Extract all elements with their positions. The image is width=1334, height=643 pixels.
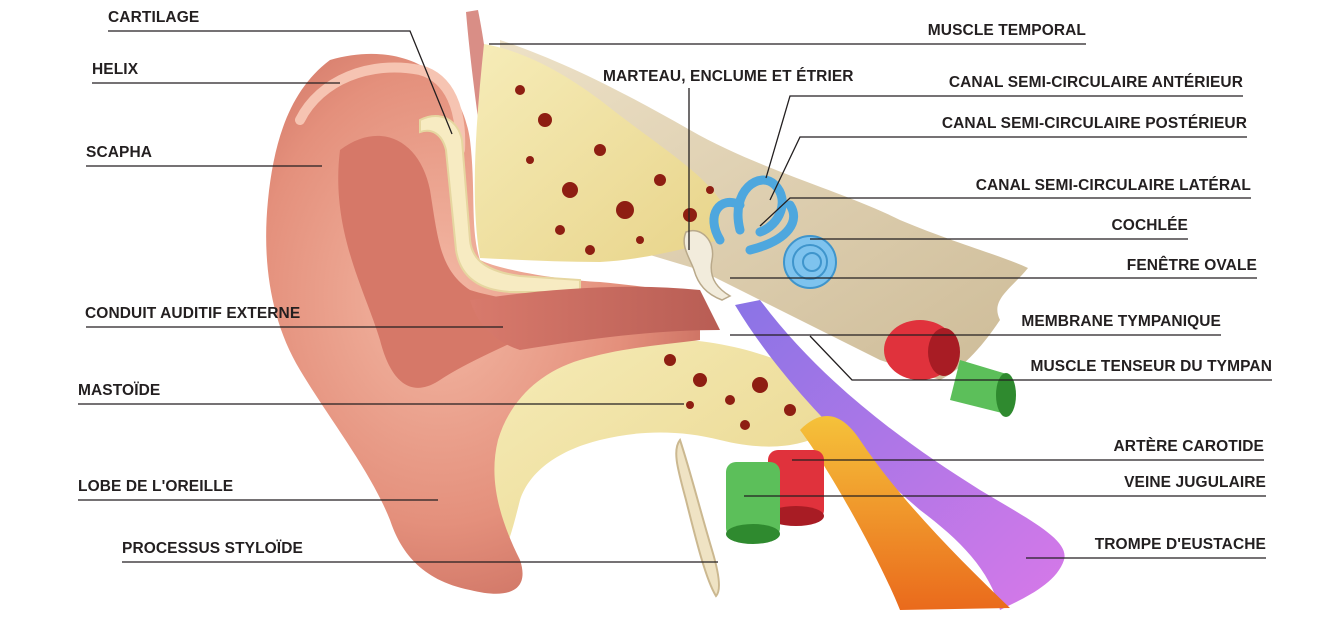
label-cochlee: COCHLÉE [1112,217,1188,235]
label-scapha: SCAPHA [86,144,152,162]
label-canal-anterieur: CANAL SEMI-CIRCULAIRE ANTÉRIEUR [949,74,1243,92]
label-conduit-auditif: CONDUIT AUDITIF EXTERNE [85,305,300,323]
label-canal-lateral: CANAL SEMI-CIRCULAIRE LATÉRAL [976,177,1251,195]
label-muscle-temporal: MUSCLE TEMPORAL [928,22,1086,40]
label-cartilage: CARTILAGE [108,9,199,27]
lower-vessels [726,450,824,544]
label-canal-posterieur: CANAL SEMI-CIRCULAIRE POSTÉRIEUR [942,115,1247,133]
styloid-shape [676,440,719,596]
label-fenetre-ovale: FENÊTRE OVALE [1127,257,1257,275]
label-helix: HELIX [92,61,138,79]
label-muscle-tenseur: MUSCLE TENSEUR DU TYMPAN [1030,358,1272,376]
label-artere-carotide: ARTÈRE CAROTIDE [1114,438,1264,456]
label-trompe-eustache: TROMPE D'EUSTACHE [1095,536,1266,554]
label-lobe: LOBE DE L'OREILLE [78,478,233,496]
label-veine-jugulaire: VEINE JUGULAIRE [1124,474,1266,492]
label-osselets: MARTEAU, ENCLUME ET ÉTRIER [603,68,854,86]
cochlea-shape [784,236,836,288]
label-mastoide: MASTOÏDE [78,382,160,400]
label-membrane-tympanique: MEMBRANE TYMPANIQUE [1021,313,1221,331]
label-processus-styloide: PROCESSUS STYLOÏDE [122,540,303,558]
